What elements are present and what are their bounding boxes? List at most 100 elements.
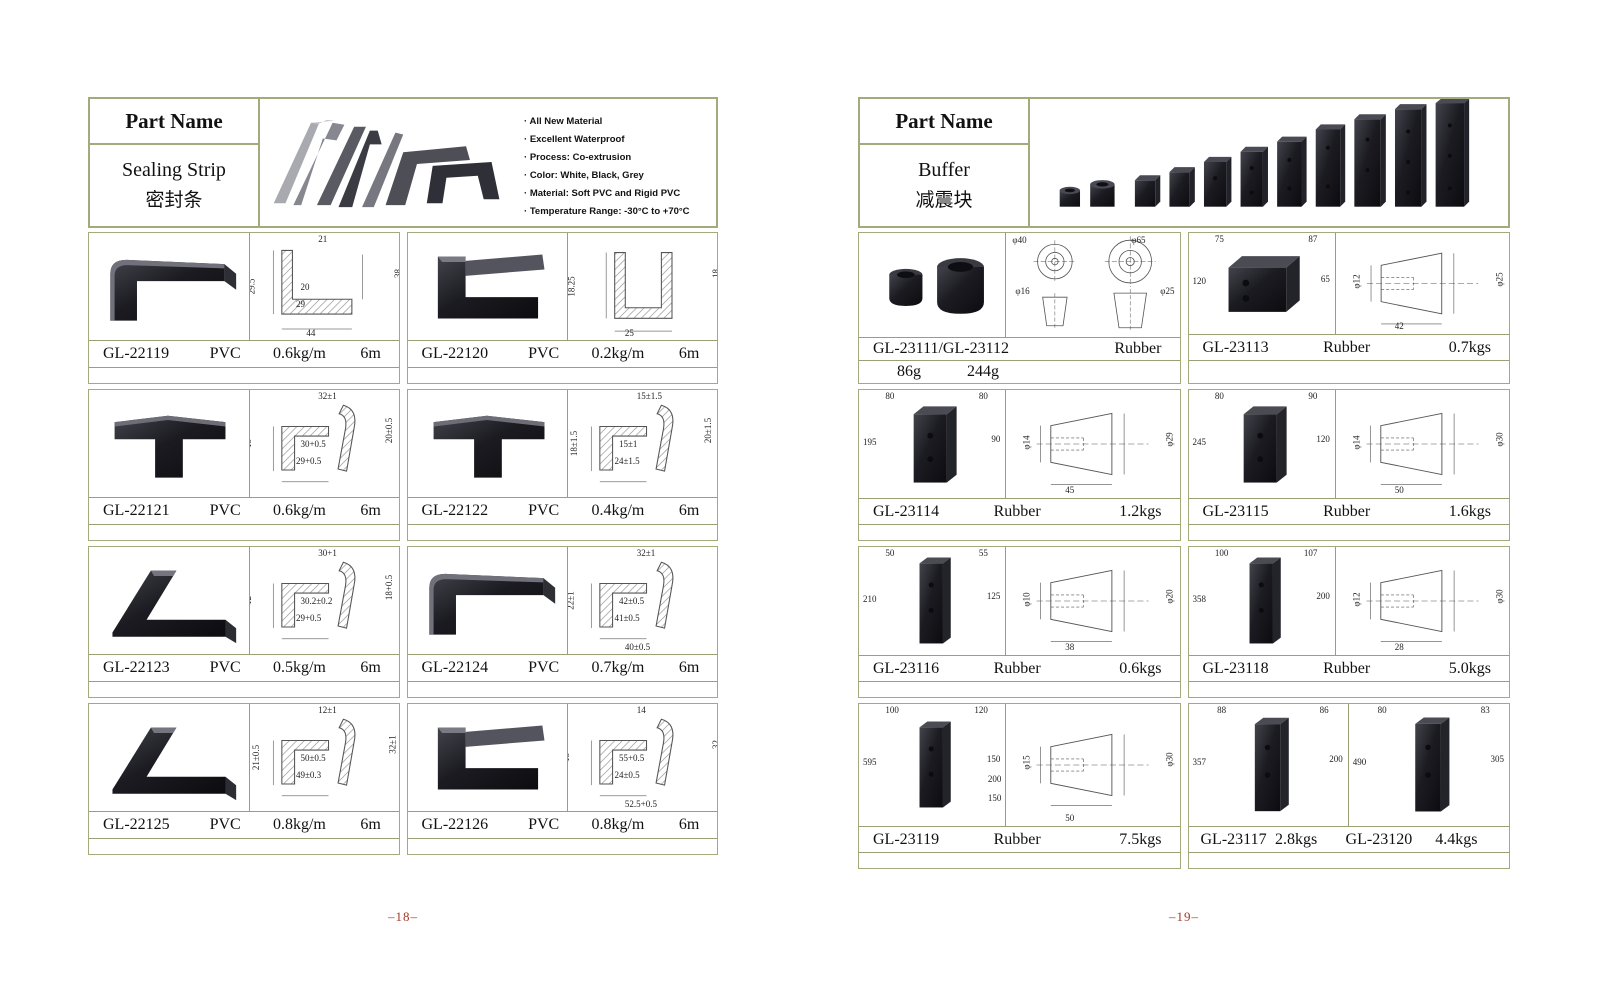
product-photo [408, 390, 569, 497]
material-label: PVC [528, 345, 560, 362]
feature-item: Temperature Range: -30°C to +70°C [524, 203, 708, 221]
dim-label: φ12 [1351, 274, 1362, 290]
product-cell-gl-23118: 100 107 358 200 φ12 φ30 28 GL-23118 Rubb… [1187, 546, 1510, 698]
cell-footer-strip [859, 852, 1180, 868]
weight-label: 4.4kgs [1435, 830, 1478, 848]
dim-label: 50 [1394, 485, 1404, 495]
header-product-photo [260, 99, 520, 226]
dim-label: 83 [1480, 705, 1490, 715]
caption-row: GL-22126 PVC 0.8kg/m 6m [407, 811, 717, 838]
product-cell-gl-23117-23120: 88 86 357 200 80 83 490 305 GL-23117 [1187, 703, 1510, 869]
cell-footer-strip [89, 367, 399, 383]
weight-label: 1.2kgs [1119, 502, 1162, 520]
product-cell-gl-22119: 29.5 21 38 20 29 44 GL-22119 PVC 0.6kg/m… [88, 232, 400, 384]
caption-row: GL-23116 Rubber 0.6kgs [859, 655, 1180, 681]
dim-label: 20±0.5 [384, 418, 395, 444]
material-label: PVC [209, 659, 241, 676]
material-label: Rubber [1323, 502, 1371, 520]
dim-label: 18+0.5 [384, 575, 395, 601]
tech-drawing: 18±1.5 15±1.5 20±1.5 15±1 24±1.5 [568, 390, 717, 497]
product-grid: φ40 φ16 φ65 φ25 GL-23111/GL-23112 Rubber… [858, 232, 1510, 869]
dim-label: 50 [1065, 813, 1075, 823]
round-buffer-drawing-icon [1006, 233, 1179, 337]
pvc-profile-photo [89, 233, 249, 340]
model-label: GL-22126 [421, 816, 489, 833]
dim-label: 18.25 [568, 276, 578, 297]
dim-label: 80 [978, 391, 988, 401]
weight-small-label: 86g [897, 363, 921, 380]
dim-label: 18 [711, 269, 717, 279]
section-drawing-icon [1336, 547, 1509, 655]
dim-label: φ30 [1494, 589, 1505, 604]
dim-label: φ40 [1012, 235, 1027, 245]
dim-label: φ14 [1351, 434, 1362, 450]
tech-drawing: 22±1 32±1 42±0.5 41±0.5 40±0.5 [568, 547, 717, 654]
tech-drawing: 21±0.5 12±1 32±1 50±0.5 49±0.3 [250, 704, 399, 811]
dim-label: 32±1 [636, 548, 656, 558]
caption-row: GL-23118 Rubber 5.0kgs [1188, 655, 1509, 681]
dim-label: 30.2±0.2 [300, 596, 333, 607]
length-label: 6m [360, 816, 381, 833]
product-cell-gl-22121: 15 32±1 20±0.5 30+0.5 29+0.5 GL-22121 PV… [88, 389, 400, 541]
dim-label: 28 [1394, 642, 1404, 652]
weight-label: 0.8kg/m [272, 816, 326, 833]
product-photo: 80 80 195 90 [859, 390, 1007, 498]
section-drawing-icon [1336, 390, 1509, 498]
header-box: Part Name Sealing Strip 密封条 All New Mate… [88, 97, 718, 228]
material-label: PVC [528, 816, 560, 833]
caption-row: GL-22124 PVC 0.7kg/m 6m [407, 654, 717, 681]
caption-row: GL-22125 PVC 0.8kg/m 6m [89, 811, 399, 838]
product-grid: 29.5 21 38 20 29 44 GL-22119 PVC 0.6kg/m… [88, 232, 718, 855]
dim-label: 88 [1217, 705, 1227, 715]
model-label: GL-22120 [421, 345, 489, 362]
cell-footer-strip [859, 681, 1180, 697]
cell-footer-strip [859, 524, 1180, 540]
dim-label: 50±0.5 [300, 753, 326, 764]
pvc-profile-photo [408, 390, 568, 497]
material-label: PVC [528, 659, 560, 676]
dim-label: 80 [1214, 391, 1224, 401]
dim-label: φ10 [1022, 591, 1033, 607]
dim-label: φ14 [1022, 434, 1033, 450]
product-cell-gl-22126: 13 14 32 55+0.5 24±0.5 52.5+0.5 GL-22126… [406, 703, 718, 855]
product-cell-gl-23116: 50 55 210 125 φ10 φ20 38 GL-23116 Rubber [858, 546, 1181, 698]
dim-label: 38 [1065, 642, 1075, 652]
dim-label: 30+0.5 [300, 439, 326, 450]
caption-row: GL-23115 Rubber 1.6kgs [1188, 498, 1509, 524]
product-photo [859, 233, 1007, 337]
dim-label: 120 [1316, 434, 1330, 445]
dim-label: 55+0.5 [618, 753, 645, 764]
tech-drawing: 15 32±1 20±0.5 30+0.5 29+0.5 [250, 390, 399, 497]
product-photo [89, 704, 250, 811]
product-row: 12 30+1 18+0.5 30.2±0.2 29+0.5 GL-22123 … [88, 546, 718, 698]
dim-label: 15 [249, 439, 253, 449]
cross-section-drawing-icon [568, 390, 717, 497]
dim-label: 15±1 [618, 439, 638, 450]
buffer-block-photo [1189, 390, 1335, 498]
caption-row: GL-23117 2.8kgs GL-23120 4.4kgs [1188, 826, 1509, 852]
header-box: Part Name Buffer 减震块 [858, 97, 1510, 228]
product-cell-gl-22125: 21±0.5 12±1 32±1 50±0.5 49±0.3 GL-22125 … [88, 703, 400, 855]
pvc-profile-photo [408, 547, 568, 654]
dim-label: 357 [1192, 756, 1207, 767]
dim-label: 22±1 [568, 591, 577, 610]
dim-label: 86 [1319, 705, 1329, 715]
dim-label: 150 [987, 793, 1002, 804]
product-photo [408, 233, 569, 340]
part-name-label: Part Name [90, 99, 258, 145]
sealing-strip-group-photo [260, 99, 520, 226]
cross-section-drawing-icon [250, 390, 399, 497]
tech-drawing: φ14 φ29 45 [1006, 390, 1179, 498]
product-row: 29.5 21 38 20 29 44 GL-22119 PVC 0.6kg/m… [88, 232, 718, 384]
product-name-en: Sealing Strip [122, 159, 226, 181]
weight-label: 2.8kgs [1275, 830, 1318, 848]
pvc-profile-photo [408, 233, 568, 340]
weight-label: 7.5kgs [1119, 830, 1162, 848]
weight-label: 1.6kgs [1448, 502, 1491, 520]
weight-label: 0.6kgs [1119, 659, 1162, 677]
feature-item: Process: Co-extrusion [524, 149, 708, 167]
material-label: Rubber [993, 830, 1041, 848]
tech-drawing: 13 14 32 55+0.5 24±0.5 52.5+0.5 [568, 704, 717, 811]
model-label: GL-23119 [873, 830, 940, 848]
weight-label: 0.8kg/m [591, 816, 645, 833]
